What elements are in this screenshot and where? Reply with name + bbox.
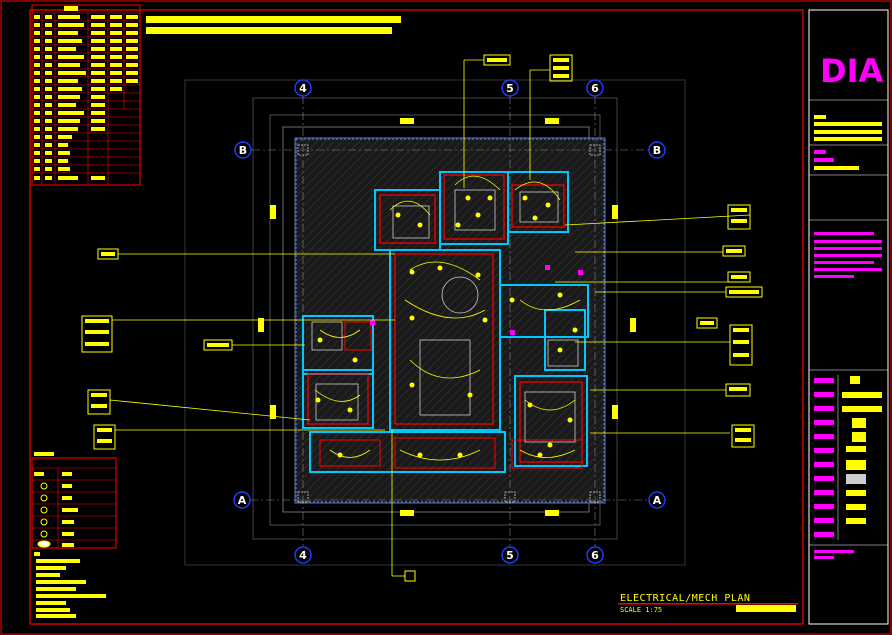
furniture [311, 189, 579, 443]
grid-bubble-6-bottom: 6 [586, 546, 604, 564]
drawing-scale: SCALE 1:75 [620, 606, 662, 614]
special-fixtures [370, 265, 583, 335]
wiring-circuits [314, 175, 581, 461]
symbol-legend [31, 452, 117, 618]
slab-edge [295, 138, 605, 503]
grid-bubbles: 4 5 6 4 5 6 B B A A [233, 79, 666, 564]
drawing-frame [29, 9, 804, 625]
grid-bubble-5-top: 5 [501, 79, 519, 97]
fixture-schedule-table [31, 4, 141, 186]
light-fixtures [315, 195, 578, 458]
hatched-floor-area [296, 139, 604, 502]
svg-text:B: B [239, 144, 247, 157]
revision-table [814, 375, 882, 540]
grid-bubble-5-bottom: 5 [501, 546, 519, 564]
grid-bubble-b-left: B [234, 141, 252, 159]
svg-text:B: B [653, 144, 661, 157]
grid-bubble-a-left: A [233, 491, 251, 509]
annotation-tags [81, 54, 763, 582]
svg-text:A: A [653, 494, 662, 507]
company-logo: DIA [820, 52, 883, 90]
grid-bubble-a-right: A [648, 491, 666, 509]
leader-lines [109, 59, 751, 577]
svg-text:5: 5 [506, 82, 514, 95]
svg-text:5: 5 [506, 549, 514, 562]
title-block-frame [808, 9, 889, 625]
column-markers [297, 144, 601, 503]
svg-text:6: 6 [591, 82, 599, 95]
grid-bubble-6-top: 6 [586, 79, 604, 97]
title-block-content: DIA [809, 52, 888, 559]
note-bar-2 [146, 27, 392, 34]
grid-bubble-4-top: 4 [294, 79, 312, 97]
drawing-title: ELECTRICAL/MECH PLAN [620, 593, 750, 604]
annotation-tag-fills [85, 58, 759, 516]
grid-bubble-b-right: B [648, 141, 666, 159]
note-bar-1 [146, 16, 401, 23]
svg-text:6: 6 [591, 549, 599, 562]
svg-text:4: 4 [299, 549, 307, 562]
svg-text:4: 4 [299, 82, 307, 95]
drawing-title-block: ELECTRICAL/MECH PLAN SCALE 1:75 [618, 593, 798, 614]
svg-text:A: A [238, 494, 247, 507]
room-walls [302, 171, 589, 473]
grid-bubble-4-bottom: 4 [294, 546, 312, 564]
